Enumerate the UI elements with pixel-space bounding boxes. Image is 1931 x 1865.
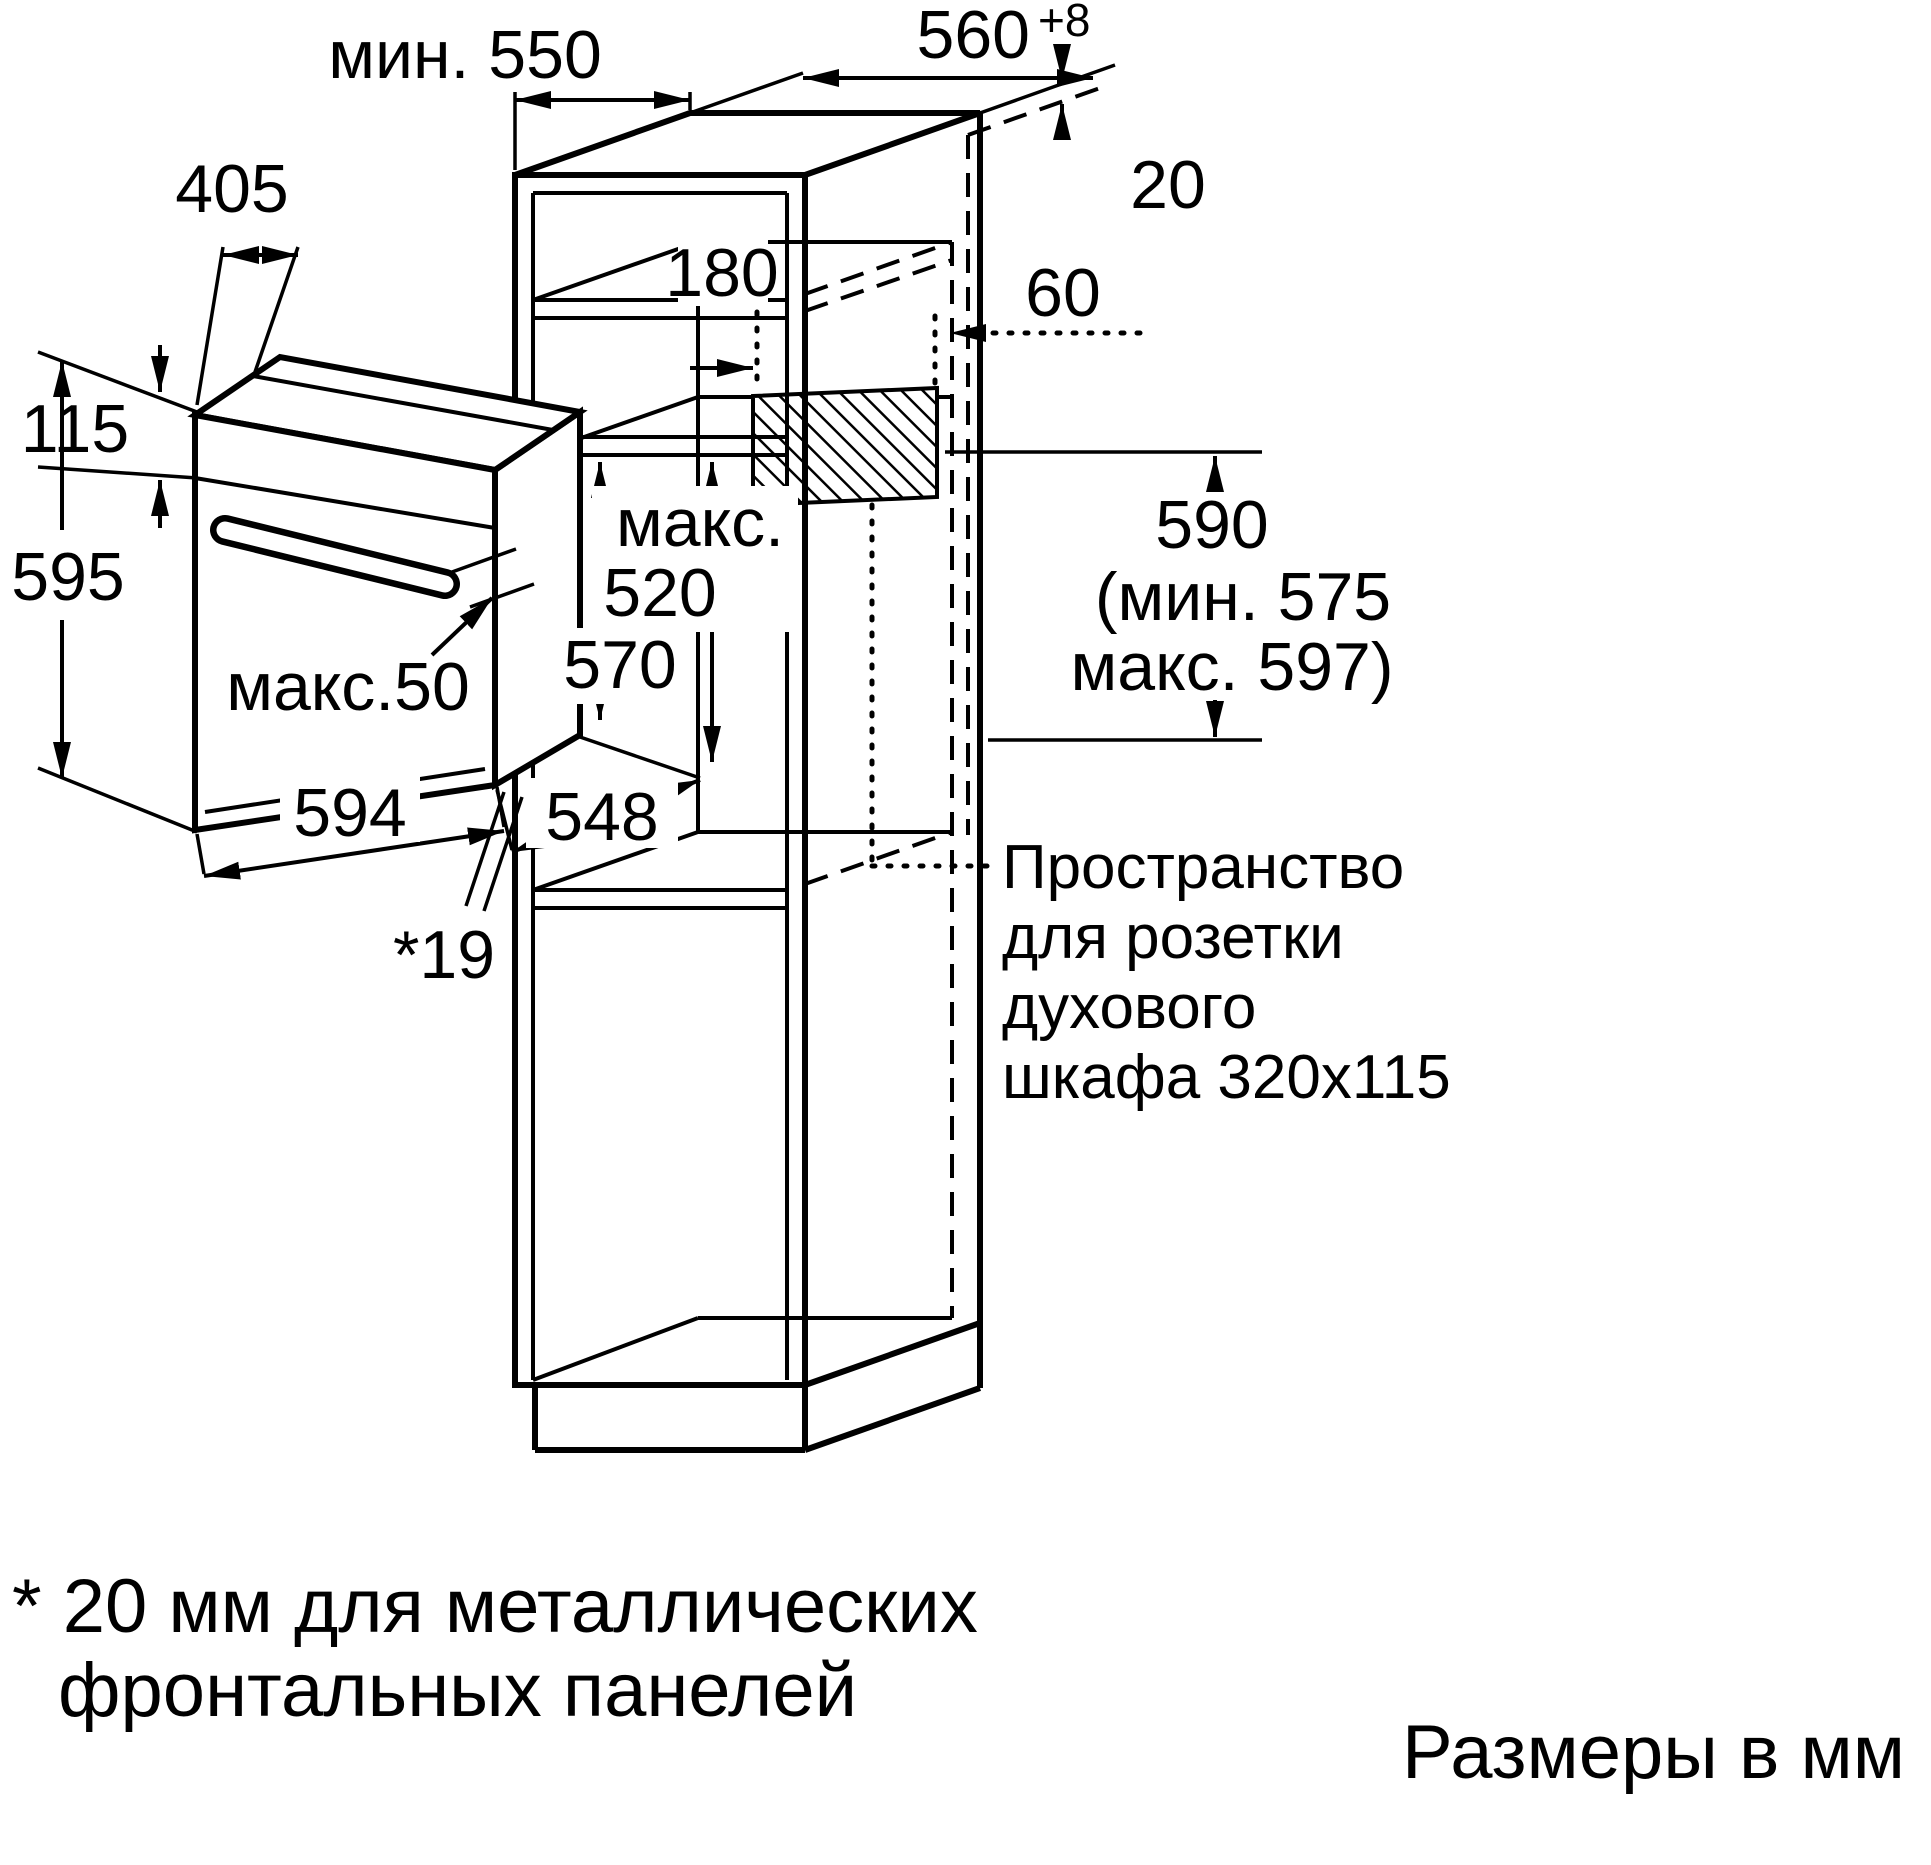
dim-oven-height-label: 595 [11,539,124,615]
footnote-line2: фронтальных панелей [58,1648,857,1733]
dim-max-depth-label: 520 [603,555,716,631]
oven-handle [210,515,460,599]
socket-note-line2: для розетки [1002,903,1344,972]
oven [187,353,588,834]
dim-panel-height-label: 115 [21,391,129,467]
dim-niche-height-min: (мин. 575 [1095,559,1391,635]
socket-note-line3: духового [1002,973,1256,1042]
dim-niche-height-label: 590 [1155,487,1268,563]
dimension-labels: мин. 550 560 +8 405 180 20 60 115 595 ма… [11,0,1393,993]
units-note: Размеры в мм [1402,1710,1905,1795]
dim-min-depth-label: мин. 550 [328,17,602,93]
dim-oven-width-label: 594 [293,775,406,851]
socket-note-line1: Пространство [1002,833,1404,902]
dim-max-word: макс. [616,485,784,561]
dim-top-depth-label: 405 [175,151,288,227]
dim-oven-depth-label: 548 [545,779,658,855]
dim-niche-width-label: 560 [917,0,1030,73]
dim-front-gap-label: *19 [393,917,495,993]
dim-handle-max-label: макс.50 [226,649,470,725]
socket-note-line4: шкафа 320x115 [1002,1043,1451,1112]
dim-wall-gap-label: 20 [1130,147,1206,223]
footnote-line1: * 20 мм для металлических [12,1564,978,1649]
socket-note: Пространство для розетки духового шкафа … [1002,833,1451,1112]
dim-rear-offset-label: 180 [665,235,778,311]
dim-socket-gap-label: 60 [1025,255,1101,331]
footnote: * 20 мм для металлических фронтальных па… [12,1564,978,1733]
socket-space-hatch [751,385,939,508]
dim-niche-width-tolerance: +8 [1038,0,1090,46]
cabinet-interior [532,135,970,1382]
dim-niche-height-max: макс. 597) [1071,629,1394,705]
dim-inner-height-label: 570 [563,627,676,703]
